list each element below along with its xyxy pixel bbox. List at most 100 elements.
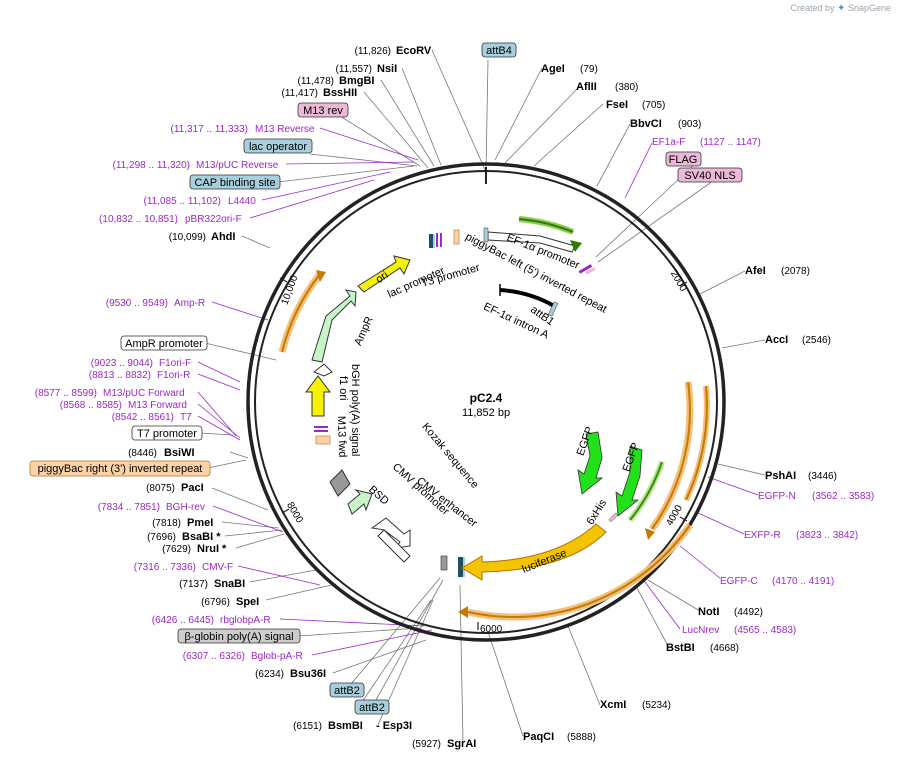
enzyme-spei: SpeI — [236, 596, 259, 608]
primer-m13puc-forward: M13/pUC Forward — [103, 388, 185, 399]
label-ampr: AmpR — [352, 315, 375, 348]
primer-f1ori-f-pos: (9023 .. 9044) — [91, 358, 153, 369]
enzyme-bstbi: BstBI — [666, 642, 695, 654]
enzyme-bsu36i-pos: (6234) — [255, 669, 284, 680]
enzyme-acci: AccI — [765, 334, 788, 346]
enzyme-pshai-pos: (3446) — [808, 471, 837, 482]
primer-cmv-f-pos: (7316 .. 7336) — [134, 562, 196, 573]
orange-arrowhead-3 — [458, 606, 468, 618]
box-piggybac-right: piggyBac right (3') inverted repeat — [38, 463, 203, 475]
box-sv40-nls: SV40 NLS — [684, 170, 735, 182]
enzyme-bmgbi-pos: (11,478) — [297, 76, 334, 87]
enzyme-nrui: NruI * — [197, 543, 227, 555]
enzyme-bsiwi: BsiWI — [164, 447, 195, 459]
primer-bglob-pa-r-pos: (6307 .. 6326) — [183, 651, 245, 662]
f1-ori-arrow — [305, 375, 331, 417]
enzyme-xcmi-pos: (5234) — [642, 700, 671, 711]
enzyme-nsii: NsiI — [377, 63, 397, 75]
primer-egfp-n-pos: (3562 .. 3583) — [812, 491, 874, 502]
label-m13-fwd: M13 fwd — [335, 416, 348, 458]
enzyme-fsei-pos: (705) — [642, 100, 665, 111]
tick-6000: 6000 — [480, 624, 503, 635]
primer-m13puc-reverse: M13/pUC Reverse — [196, 160, 279, 171]
primer-m13-reverse: M13 Reverse — [255, 124, 315, 135]
primer-egfp-n: EGFP-N — [758, 491, 796, 502]
enzyme-xcmi: XcmI — [600, 699, 626, 711]
primer-f1ori-f: F1ori-F — [159, 358, 191, 369]
ef1a-intron-feature — [499, 284, 559, 317]
snapgene-branding: Created by ✦ SnapGene — [791, 3, 892, 14]
box-attb2-b: attB2 — [359, 702, 385, 714]
primer-egfp-c-pos: (4170 .. 4191) — [772, 576, 834, 587]
primer-exfp-r: EXFP-R — [744, 530, 781, 541]
right-primers: EF1a-F (1127 .. 1147) EGFP-N (3562 .. 35… — [652, 137, 874, 636]
primer-bgh-rev: BGH-rev — [166, 502, 205, 513]
label-his: 6xHis — [584, 497, 609, 527]
enzyme-bsmbi: BsmBI — [328, 720, 363, 732]
egfp-arrow-1 — [577, 431, 604, 495]
primer-ef1a-f: EF1a-F — [652, 137, 685, 148]
primer-m13-forward: M13 Forward — [128, 400, 187, 411]
enzyme-bsshii-pos: (11,417) — [281, 88, 318, 99]
left-primers: (11,317 .. 11,333) M13 Reverse (11,298 .… — [35, 124, 315, 662]
enzyme-aflii-pos: (380) — [615, 82, 638, 93]
branding-product: SnapGene — [847, 3, 891, 13]
green-arc — [629, 461, 663, 521]
enzyme-aflii: AflII — [576, 81, 597, 93]
box-flag: FLAG — [669, 154, 698, 166]
enzyme-pshai: PshAI — [765, 470, 796, 482]
enzyme-bsmbi-pos: (6151) — [293, 721, 322, 732]
enzyme-esp3i: - Esp3I — [376, 720, 412, 732]
label-bsd: BSD — [366, 483, 391, 507]
primer-lucnrev-pos: (4565 .. 4583) — [734, 625, 796, 636]
box-attb2-a: attB2 — [334, 685, 360, 697]
ori-arrow — [357, 255, 411, 293]
tick-8000: 8000 — [284, 500, 305, 525]
primer-t7-pos: (8542 .. 8561) — [112, 412, 174, 423]
ef1a-promoter-arc — [518, 218, 574, 233]
orange-arc-3 — [467, 524, 691, 619]
box-lac-operator: lac operator — [249, 141, 307, 153]
enzyme-snabi-pos: (7137) — [179, 579, 208, 590]
label-luciferase: luciferase — [520, 547, 568, 576]
boxed-labels: attB4 M13 rev lac operator CAP binding s… — [29, 42, 743, 715]
right-enzymes: AgeI (79) AflII (380) FseI (705) BbvCI (… — [523, 63, 837, 743]
enzyme-bmgbi: BmgBI — [339, 75, 374, 87]
primer-t7: T7 — [180, 412, 192, 423]
enzyme-bsshii: BssHII — [323, 87, 357, 99]
ef1a-promoter-arc-glow — [518, 216, 575, 235]
enzyme-bbvci: BbvCI — [630, 118, 662, 130]
orange-arc-2 — [685, 385, 708, 501]
label-bgh: bGH poly(A) signal — [349, 364, 361, 456]
enzyme-spei-pos: (6796) — [201, 597, 230, 608]
primer-m13puc-reverse-pos: (11,298 .. 11,320) — [113, 160, 190, 171]
top-small-markers — [429, 227, 596, 275]
primer-amp-r-pos: (9530 .. 9549) — [106, 298, 168, 309]
enzyme-bsabi-pos: (7696) — [147, 532, 176, 543]
bsd-arrow — [347, 489, 373, 515]
primer-amp-r: Amp-R — [174, 298, 205, 309]
enzyme-ahdi-pos: (10,099) — [169, 232, 206, 243]
enzyme-bsabi: BsaBI * — [182, 531, 221, 543]
enzyme-pmei-pos: (7818) — [152, 518, 181, 529]
enzyme-agei-pos: (79) — [580, 64, 598, 75]
scale-ticks — [279, 277, 688, 630]
left-enzymes: (11,826) EcoRV (11,557) NsiI (11,478) Bm… — [128, 45, 476, 750]
primer-exfp-r-pos: (3823 .. 3842) — [796, 530, 858, 541]
branding-prefix: Created by — [790, 3, 835, 13]
cmv-promoter-arrow — [370, 517, 411, 549]
enzyme-snabi: SnaBI — [214, 578, 245, 590]
ampr-arrow — [311, 289, 357, 363]
primer-lucnrev: LucNrev — [682, 625, 719, 636]
primer-m13-forward-pos: (8568 .. 8585) — [60, 400, 122, 411]
enzyme-sgrai: SgrAI — [447, 738, 476, 750]
primer-pbr322ori-f-pos: (10,832 .. 10,851) — [99, 214, 178, 225]
box-ampr-promoter: AmpR promoter — [125, 338, 203, 350]
luciferase-arrow — [461, 523, 607, 581]
outer-features — [278, 216, 710, 621]
left-orange-arc — [281, 273, 321, 353]
enzyme-pmei: PmeI — [187, 517, 213, 529]
enzyme-paqci: PaqCI — [523, 731, 554, 743]
primer-l4440: L4440 — [228, 196, 256, 207]
